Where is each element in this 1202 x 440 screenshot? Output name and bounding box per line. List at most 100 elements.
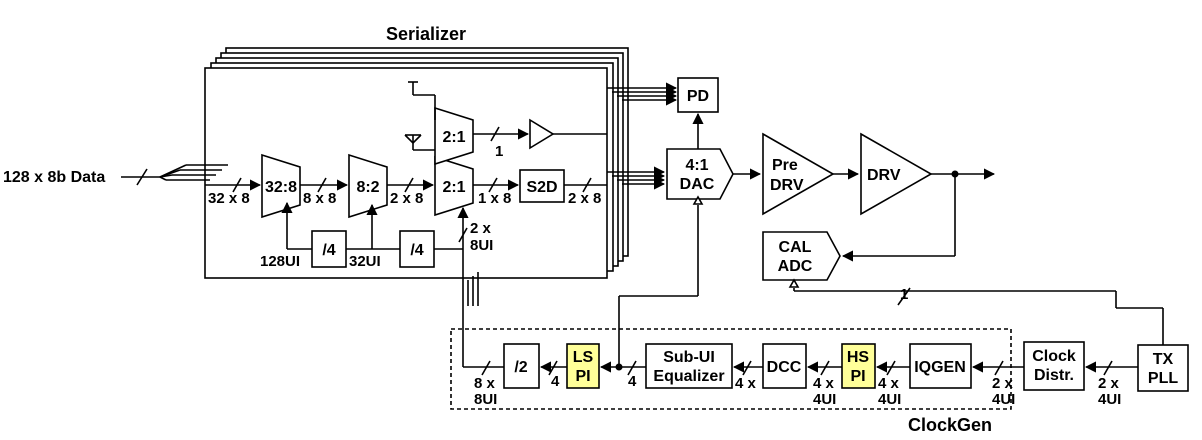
- lspi-out-slash: [548, 360, 558, 376]
- pll-2x-label: 2 x: [1098, 375, 1120, 392]
- s2d-out-slash: [582, 177, 592, 193]
- clkdist-label-2: Distr.: [1034, 367, 1074, 384]
- clock-bus-vertical: [462, 272, 479, 306]
- mux-2-1-main: [434, 155, 474, 217]
- hspi-label-1: HS: [847, 349, 870, 366]
- pll-to-caladc-line: [793, 288, 1164, 345]
- data-input-slash: [136, 168, 148, 186]
- divider-4-left-label: /4: [322, 242, 335, 259]
- drv-triangle: [860, 132, 933, 216]
- mux-2-1-top: [434, 106, 474, 166]
- bus-2x8-slash: [404, 177, 414, 193]
- dcc-block: [762, 343, 807, 389]
- bus-8x8-slash: [317, 177, 327, 193]
- caladc-label-2: ADC: [778, 258, 813, 275]
- iqgen-out-slash: [886, 360, 896, 376]
- clkdist-4ui-label: 4UI: [992, 391, 1015, 408]
- pll-out-slash: [1103, 360, 1113, 376]
- txpll-label-1: TX: [1153, 351, 1174, 368]
- clk-8ui-label: 8UI: [470, 237, 493, 254]
- serializer-title: Serializer: [386, 24, 466, 44]
- dcc-4x-label: 4 x: [735, 375, 757, 392]
- iqgen-4ui-label: 4UI: [878, 391, 901, 408]
- bus-32x8-label: 32 x 8: [208, 190, 250, 207]
- iqgen-block: [909, 343, 972, 389]
- divider-4-left: [311, 230, 347, 268]
- junction-to-dac-line: [618, 205, 699, 367]
- hspi-block: [841, 343, 876, 389]
- lspi-label-1: LS: [573, 349, 594, 366]
- div2-to-serializer-line: [462, 306, 504, 368]
- pd-label: PD: [687, 88, 709, 105]
- subui-label-2: Equalizer: [653, 368, 724, 385]
- lspi-label-2: PI: [575, 368, 590, 385]
- cal-1-slash: [897, 287, 911, 306]
- iqgen-4x-label: 4 x: [878, 375, 900, 392]
- divider-2-label: /2: [514, 359, 527, 376]
- bus-32x8-slash: [232, 177, 242, 193]
- hspi-4x-label: 4 x: [813, 375, 835, 392]
- lspi-4-label: 4: [551, 373, 560, 390]
- clkdist-label-1: Clock: [1032, 348, 1076, 365]
- bus-1-label: 1: [495, 143, 503, 160]
- caladc-clock-input: [788, 278, 800, 288]
- caladc-block: [762, 231, 841, 281]
- mux-2-1-main-label: 2:1: [442, 179, 465, 196]
- bus-1x8-slash: [488, 177, 498, 193]
- subui-4-label: 4: [628, 373, 637, 390]
- dcc-out-slash: [742, 360, 752, 376]
- caladc-label-1: CAL: [779, 239, 812, 256]
- clk-32ui-label: 32UI: [349, 253, 381, 270]
- divider-2-block: [503, 343, 540, 389]
- bus-2x8-label: 2 x 8: [390, 190, 423, 207]
- dac-clock-input: [692, 195, 704, 205]
- mux-8-2: [348, 153, 388, 219]
- predrv-triangle: [762, 132, 835, 216]
- drv-label: DRV: [867, 167, 901, 184]
- divider-4-right: [399, 230, 435, 268]
- subui-label-1: Sub-UI: [663, 349, 715, 366]
- lspi-block: [566, 343, 600, 389]
- hspi-out-slash: [820, 360, 830, 376]
- clockgen-boundary: [450, 328, 1012, 410]
- buffer-to-pd-lines: [607, 82, 678, 106]
- clkdist-block: [1023, 341, 1085, 391]
- div2-out-slash: [481, 360, 491, 376]
- data-input-label: 128 x 8b Data: [3, 169, 105, 186]
- mux-top-out-slash: [490, 126, 500, 142]
- dac-label-2: DAC: [680, 176, 715, 193]
- subui-equalizer-block: [645, 343, 733, 389]
- dac-block: [666, 148, 734, 200]
- subui-out-slash: [627, 360, 637, 376]
- divider-feedback-lines: [281, 201, 469, 284]
- mux-32-8-label: 32:8: [265, 179, 297, 196]
- bus-8x8-label: 8 x 8: [303, 190, 336, 207]
- data-input-fan-lines: [159, 164, 228, 181]
- s2d-block: [519, 169, 565, 203]
- bus-1x8-label: 1 x 8: [478, 190, 511, 207]
- clkdist-out-slash: [994, 360, 1004, 376]
- hspi-label-2: PI: [850, 368, 865, 385]
- divider-4-right-label: /4: [410, 242, 423, 259]
- div2-8x-label: 8 x: [474, 375, 496, 392]
- predrv-label-1: Pre: [772, 157, 798, 174]
- dcc-label: DCC: [767, 359, 802, 376]
- tie-low-symbol: [404, 134, 435, 151]
- s2d-label: S2D: [526, 179, 557, 196]
- buffer-triangle: [529, 118, 555, 150]
- txpll-label-2: PLL: [1148, 370, 1178, 387]
- iqgen-label: IQGEN: [914, 359, 966, 376]
- mux-2-1-top-label: 2:1: [442, 129, 465, 146]
- clk-8ui-slash: [458, 227, 468, 243]
- pll-4ui-label: 4UI: [1098, 391, 1121, 408]
- bus-2x8b-label: 2 x 8: [568, 190, 601, 207]
- clk-128ui-label: 128UI: [260, 253, 300, 270]
- tie-high-symbol: [408, 81, 436, 120]
- clkdist-2x-label: 2 x: [992, 375, 1014, 392]
- mux-32-8: [261, 153, 301, 219]
- mux-8-2-label: 8:2: [356, 179, 379, 196]
- s2d-to-dac-lines: [607, 166, 666, 190]
- hspi-4ui-label: 4UI: [813, 391, 836, 408]
- pd-block: [677, 77, 719, 113]
- div2-8ui-label: 8UI: [474, 391, 497, 408]
